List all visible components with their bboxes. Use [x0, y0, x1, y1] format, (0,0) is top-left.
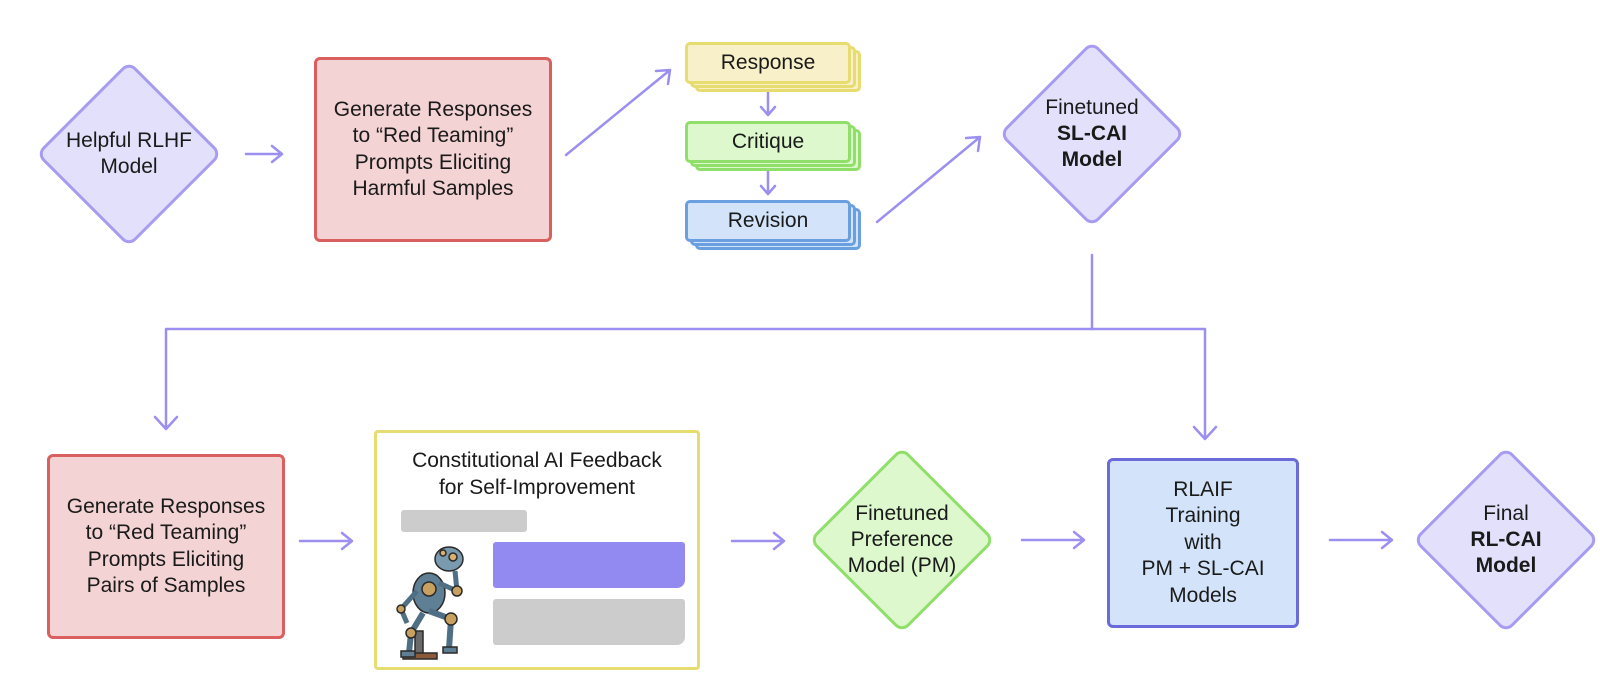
chat-bubble-highlighted — [493, 542, 685, 588]
node-text: SL-CAI — [1057, 122, 1127, 145]
finetuned-preference-model-node: Finetuned Preference Model (PM) — [808, 446, 996, 634]
node-text: Finetuned — [855, 502, 949, 525]
arrow-critique-to-revision — [759, 169, 777, 196]
node-text: Model — [100, 155, 158, 178]
node-text: Final — [1483, 502, 1529, 525]
arrow-model-to-generate — [244, 144, 284, 164]
node-text: Pairs of Samples — [86, 574, 246, 597]
arrow-feedback-to-pm — [730, 531, 786, 551]
node-text: Generate Responses — [333, 97, 533, 121]
panel-subtitle: for Self-Improvement — [438, 476, 636, 499]
arrow-generate-to-response — [564, 68, 672, 157]
revision-stack: Revision — [685, 200, 865, 252]
constitutional-feedback-panel: Constitutional AI Feedback for Self-Impr… — [374, 430, 700, 670]
generate-pairs-samples-node: Generate Responses to “Red Teaming” Prom… — [47, 454, 285, 639]
node-text: Preference — [850, 528, 954, 551]
response-stack: Response — [685, 42, 865, 94]
panel-title: Constitutional AI Feedback — [412, 449, 662, 472]
arrow-response-to-critique — [759, 90, 777, 117]
helpful-rlhf-model-node: Helpful RLHF Model — [35, 60, 223, 248]
arrow-rlaif-to-final — [1328, 530, 1394, 550]
node-text: to “Red Teaming” — [352, 124, 514, 147]
node-text: with — [1184, 530, 1222, 554]
final-rlcai-model-node: Final RL-CAI Model — [1412, 446, 1600, 634]
node-text: Models — [1169, 583, 1237, 607]
critique-stack: Critique — [685, 121, 865, 173]
connector-right-branch — [1090, 327, 1218, 441]
thinker-robot-icon — [396, 546, 464, 660]
node-text: Prompts Eliciting — [354, 150, 512, 174]
node-text: Training — [1165, 504, 1241, 528]
arrow-pairs-to-feedback — [298, 531, 354, 551]
chat-bubble-short — [401, 510, 527, 532]
finetuned-slcai-model-node: Finetuned SL-CAI Model — [998, 40, 1186, 228]
arrow-pm-to-rlaif — [1020, 530, 1086, 550]
node-text: RLAIF — [1173, 477, 1233, 501]
arrow-revision-to-slcai — [875, 135, 982, 224]
node-text: Finetuned — [1045, 96, 1139, 119]
node-text: Harmful Samples — [352, 177, 514, 200]
rlaif-training-node: RLAIF Training with PM + SL-CAI Models — [1107, 458, 1299, 628]
chat-bubble-gray — [493, 599, 685, 645]
node-text: to “Red Teaming” — [85, 521, 247, 544]
response-label: Response — [720, 51, 816, 74]
node-text: Generate Responses — [66, 494, 266, 518]
node-text: RL-CAI — [1470, 528, 1542, 551]
node-text: Model (PM) — [847, 554, 957, 577]
critique-label: Critique — [731, 130, 805, 153]
node-text: PM + SL-CAI — [1141, 557, 1265, 581]
revision-label: Revision — [727, 209, 809, 232]
node-text: Prompts Eliciting — [87, 547, 245, 571]
node-text: Helpful RLHF — [65, 129, 193, 152]
node-text: Model — [1061, 148, 1123, 171]
generate-harmful-samples-node: Generate Responses to “Red Teaming” Prom… — [314, 57, 552, 242]
connector-left-branch — [153, 327, 1094, 431]
node-text: Model — [1475, 554, 1537, 577]
